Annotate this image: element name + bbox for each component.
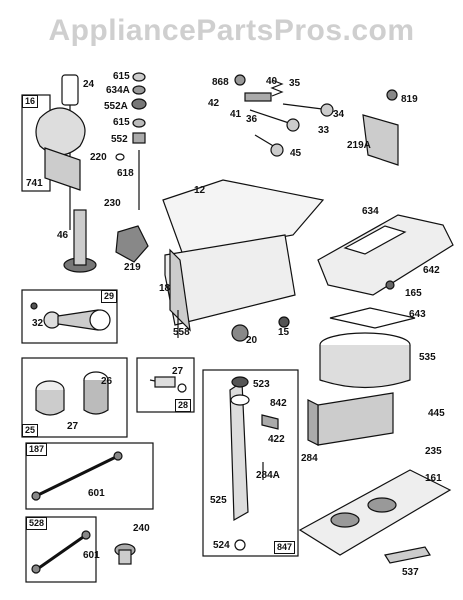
valve-train (234, 74, 334, 157)
part-label-284A: 284A (256, 470, 280, 481)
part-label-230: 230 (104, 198, 121, 209)
part-label-868: 868 (212, 77, 229, 88)
part-label-523: 523 (253, 379, 270, 390)
connecting-rod (30, 302, 111, 331)
watermark: AppliancePartsPros.com (48, 14, 415, 47)
piston-pin (149, 376, 187, 393)
crankshaft (35, 74, 86, 230)
part-label-741: 741 (26, 178, 43, 189)
part-label-45: 45 (290, 148, 302, 159)
part-label-18: 18 (159, 283, 171, 294)
breather-240 (114, 543, 136, 565)
part-label-535: 535 (419, 352, 436, 363)
dipstick-box (202, 369, 299, 557)
part-label-20: 20 (246, 335, 258, 346)
part-label-32: 32 (32, 318, 44, 329)
air-cleaner-gasket (329, 307, 416, 329)
part-label-558: 558 (173, 327, 190, 338)
part-label-525: 525 (210, 495, 227, 506)
group-label-28: 28 (175, 399, 192, 412)
dipstick-tube (229, 376, 279, 551)
linkage-187-box (25, 442, 154, 510)
group-label-187: 187 (26, 443, 48, 456)
part-label-842: 842 (270, 398, 287, 409)
part-label-219A: 219A (347, 140, 371, 151)
air-cleaner-cover (317, 214, 454, 296)
part-label-601: 601 (88, 488, 105, 499)
part-label-165: 165 (405, 288, 422, 299)
part-label-240: 240 (133, 523, 150, 534)
part-label-42: 42 (208, 98, 220, 109)
governor-bracket (362, 89, 399, 166)
part-label-819: 819 (401, 94, 418, 105)
part-label-634A: 634A (106, 85, 130, 96)
small-parts-column (115, 72, 147, 210)
part-label-220: 220 (90, 152, 107, 163)
part-label-46: 46 (57, 230, 69, 241)
part-label-445: 445 (428, 408, 445, 419)
part-label-36: 36 (246, 114, 258, 125)
part-label-643: 643 (409, 309, 426, 320)
part-label-601: 601 (83, 550, 100, 561)
part-label-40: 40 (266, 76, 278, 87)
group-label-29: 29 (101, 290, 118, 303)
part-label-161: 161 (425, 473, 442, 484)
part-label-552A: 552A (104, 101, 128, 112)
group-label-25: 25 (22, 424, 39, 437)
part-label-642: 642 (423, 265, 440, 276)
connecting-rod-box (21, 289, 118, 344)
group-label-847: 847 (274, 541, 296, 554)
part-label-524: 524 (213, 540, 230, 551)
part-label-12: 12 (194, 185, 206, 196)
part-label-284: 284 (301, 453, 318, 464)
group-label-528: 528 (26, 517, 48, 530)
pin-box (136, 357, 195, 413)
linkage-rod-upper (31, 451, 123, 501)
part-label-615: 615 (113, 71, 130, 82)
part-label-537: 537 (402, 567, 419, 578)
part-label-27: 27 (67, 421, 79, 432)
piston-box (21, 357, 128, 438)
part-label-26: 26 (101, 376, 113, 387)
part-label-33: 33 (318, 125, 330, 136)
part-label-27: 27 (172, 366, 184, 377)
part-label-618: 618 (117, 168, 134, 179)
crankcase (162, 179, 325, 342)
part-label-235: 235 (425, 446, 442, 457)
linkage-rod-lower (31, 530, 91, 574)
linkage-528-box (25, 516, 97, 583)
part-label-34: 34 (333, 109, 345, 120)
part-label-35: 35 (289, 78, 301, 89)
air-cleaner-base (298, 469, 452, 564)
part-label-552: 552 (111, 134, 128, 145)
part-label-634: 634 (362, 206, 379, 217)
air-filter (307, 392, 394, 446)
part-label-615: 615 (113, 117, 130, 128)
part-label-422: 422 (268, 434, 285, 445)
pre-cleaner (319, 332, 411, 389)
piston (35, 371, 109, 416)
governor-gear (63, 209, 149, 273)
part-label-15: 15 (278, 327, 290, 338)
part-label-219: 219 (124, 262, 141, 273)
group-label-16: 16 (22, 95, 39, 108)
part-label-41: 41 (230, 109, 242, 120)
part-label-24: 24 (83, 79, 95, 90)
